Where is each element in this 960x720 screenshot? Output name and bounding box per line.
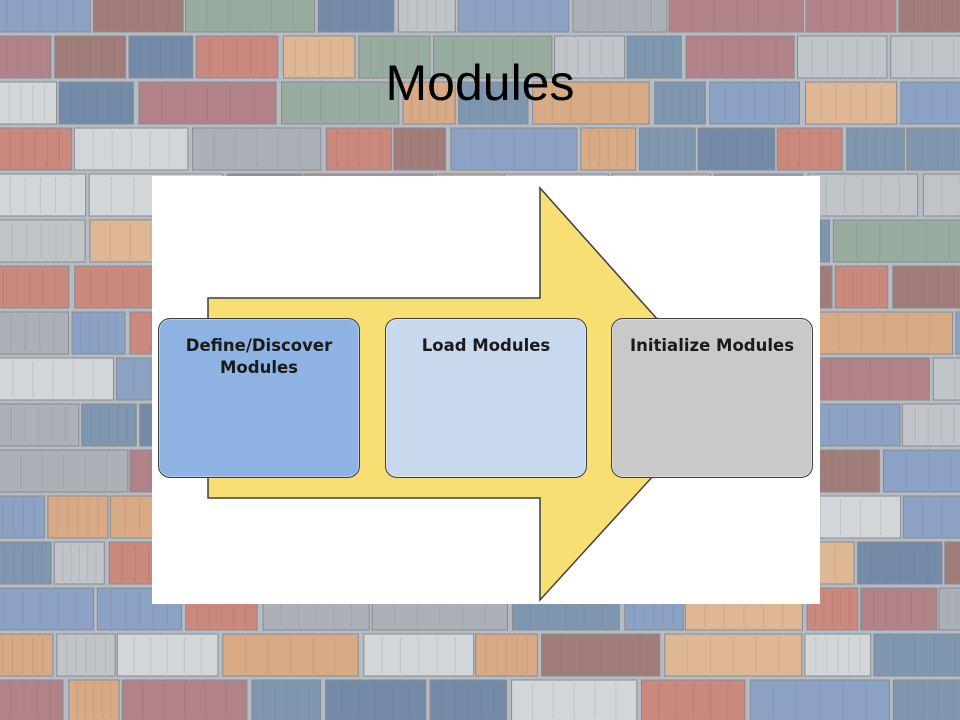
step-load-modules: Load Modules	[385, 318, 587, 478]
step-label: Initialize Modules	[629, 336, 795, 355]
step-label: Load Modules	[421, 336, 551, 355]
step-define-discover-modules: Define/Discover Modules	[158, 318, 360, 478]
diagram-panel: Define/Discover Modules Load Modules Ini…	[152, 176, 820, 604]
step-initialize-modules: Initialize Modules	[611, 318, 813, 478]
step-label: Define/Discover Modules	[185, 336, 333, 377]
slide-title: Modules	[385, 55, 575, 111]
